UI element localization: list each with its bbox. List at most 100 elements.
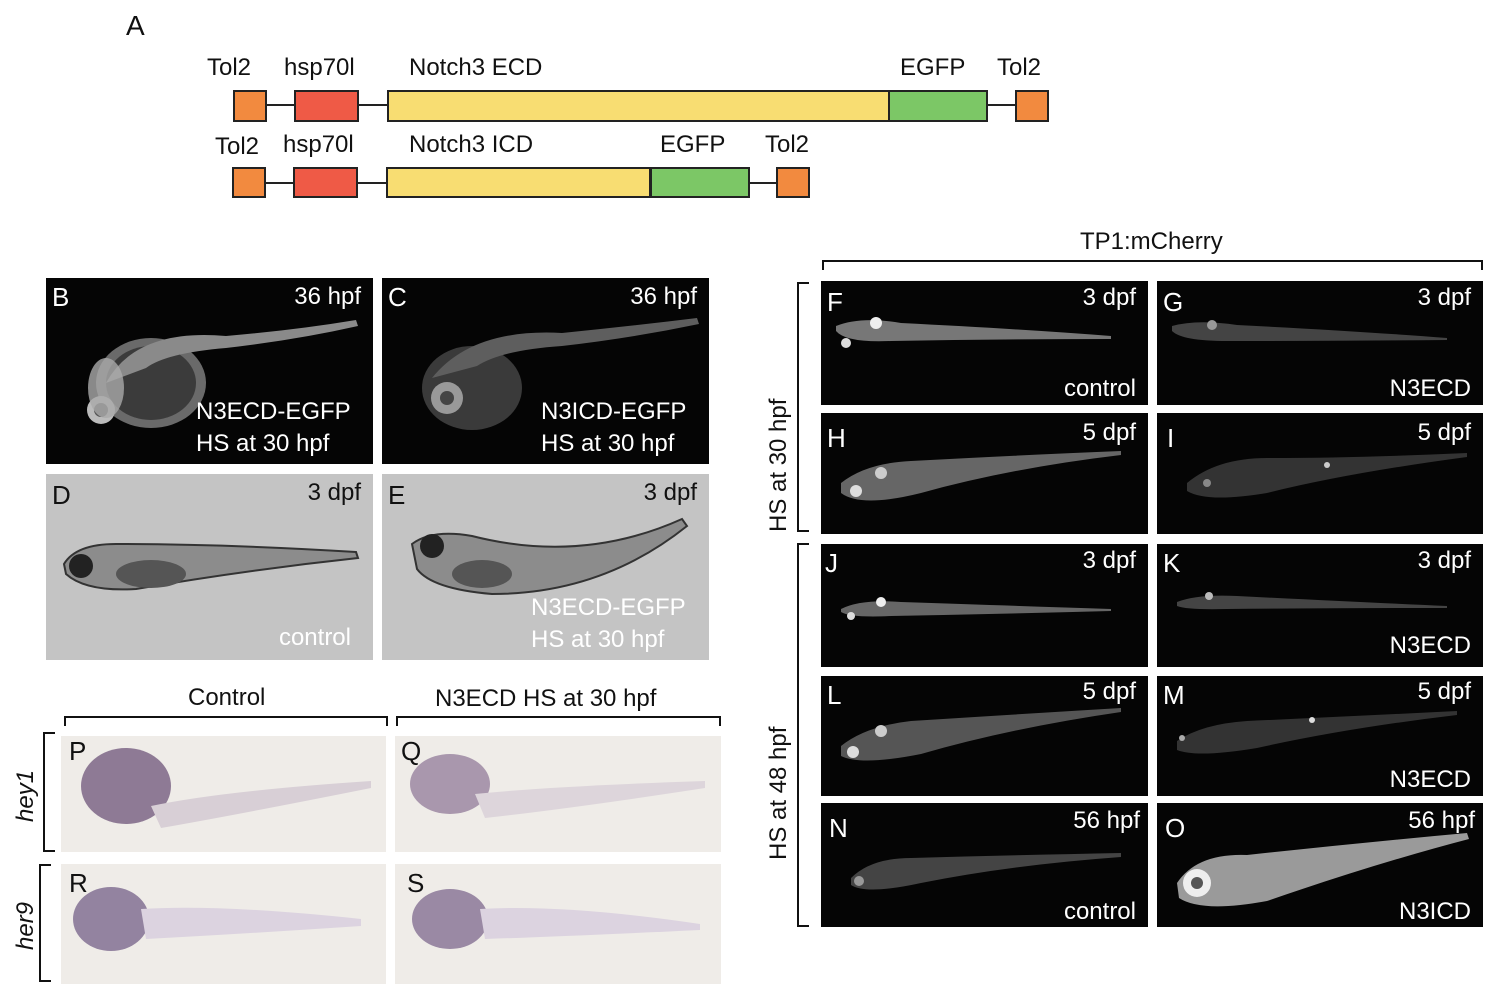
panel-o-time: 56 hpf <box>1408 807 1475 834</box>
panel-i-fluor <box>1187 453 1467 498</box>
construct1-egfp-box <box>888 90 988 122</box>
panel-f-letter: F <box>827 287 843 317</box>
panel-c-image: C 36 hpf N3ICD-EGFP HS at 30 hpf <box>382 278 709 464</box>
panel-o-letter: O <box>1165 813 1186 843</box>
panel-m-image: M 5 dpf N3ECD <box>1157 676 1483 796</box>
panel-g-cond: N3ECD <box>1389 375 1471 402</box>
construct1-tol2-left-label: Tol2 <box>207 54 252 81</box>
panel-b-letter: B <box>52 282 70 312</box>
ish-treated-bracket <box>396 716 721 726</box>
panel-b-embryo <box>87 320 358 428</box>
panel-e-image: E 3 dpf N3ECD-EGFP HS at 30 hpf <box>382 474 709 660</box>
her9-gene-label: her9 <box>12 901 39 950</box>
panel-g-image: G 3 dpf N3ECD <box>1157 281 1483 405</box>
hey1-gene-label: hey1 <box>12 769 39 822</box>
hs48-bracket <box>797 543 809 927</box>
panel-o-cond: N3ICD <box>1398 898 1471 925</box>
construct2-hsp-box <box>293 167 358 198</box>
panel-s-image: S <box>395 864 721 984</box>
panel-c-line2: HS at 30 hpf <box>541 430 675 457</box>
construct2-hsp-label: hsp70l <box>283 131 354 158</box>
panel-d-image: D 3 dpf control <box>46 474 373 660</box>
panel-d-larva <box>62 542 360 591</box>
panel-s-letter: S <box>407 868 425 898</box>
panel-b-time: 36 hpf <box>294 283 361 310</box>
panel-s-embryo <box>412 889 700 949</box>
panel-l-time: 5 dpf <box>1082 678 1136 705</box>
panel-m-cond: N3ECD <box>1389 766 1471 793</box>
panel-k-fluor <box>1177 592 1447 610</box>
panel-e-letter: E <box>388 480 406 510</box>
panel-e-line1: N3ECD-EGFP <box>531 594 686 621</box>
ish-control-label: Control <box>188 684 266 711</box>
construct2-egfp-box <box>650 167 750 198</box>
panel-i-letter: I <box>1167 423 1175 453</box>
panel-j-letter: J <box>825 548 838 578</box>
panel-k-image: K 3 dpf N3ECD <box>1157 544 1483 667</box>
construct1-tol2-right-label: Tol2 <box>997 54 1042 81</box>
panel-r-embryo <box>73 887 361 951</box>
panel-p-image: P <box>61 736 386 852</box>
panel-m-letter: M <box>1163 680 1185 710</box>
panel-n-cond: control <box>1063 898 1136 925</box>
construct1-tol2-right-box <box>1015 90 1049 122</box>
panel-g-letter: G <box>1163 287 1184 317</box>
panel-p-embryo <box>81 748 371 828</box>
panel-k-time: 3 dpf <box>1417 547 1471 574</box>
construct1-egfp-label: EGFP <box>900 54 966 81</box>
panel-k-cond: N3ECD <box>1389 632 1471 659</box>
construct1-hsp-box <box>294 90 359 122</box>
panel-h-time: 5 dpf <box>1082 419 1136 446</box>
panel-c-line1: N3ICD-EGFP <box>541 398 687 425</box>
panel-n-letter: N <box>829 813 848 843</box>
panel-i-image: I 5 dpf <box>1157 413 1483 534</box>
panel-r-letter: R <box>69 868 88 898</box>
panel-l-letter: L <box>827 680 842 710</box>
panel-j-time: 3 dpf <box>1082 547 1136 574</box>
panel-m-time: 5 dpf <box>1417 678 1471 705</box>
panel-l-fluor <box>841 708 1121 761</box>
construct1-notch-box <box>387 90 890 122</box>
panel-j-fluor <box>841 597 1111 620</box>
panel-g-time: 3 dpf <box>1417 284 1471 311</box>
panel-b-image: B 36 hpf N3ECD-EGFP HS at 30 hpf <box>46 278 373 464</box>
panel-n-image: N 56 hpf control <box>821 803 1148 927</box>
panel-f-fluor <box>836 317 1111 348</box>
panel-g-fluor <box>1172 320 1447 341</box>
panel-n-time: 56 hpf <box>1073 807 1140 834</box>
panel-l-image: L 5 dpf <box>821 676 1148 796</box>
construct2-notch-label: Notch3 ICD <box>409 131 534 158</box>
hs48-label: HS at 48 hpf <box>765 726 792 860</box>
panel-b-line2: HS at 30 hpf <box>196 430 330 457</box>
panel-a-letter: A <box>126 10 145 41</box>
panel-n-fluor <box>851 853 1121 890</box>
panel-d-time: 3 dpf <box>307 479 361 506</box>
construct2-tol2-right-box <box>776 167 810 198</box>
construct1-hsp-label: hsp70l <box>284 54 355 81</box>
panel-c-time: 36 hpf <box>630 283 697 310</box>
construct1-tol2-left-box <box>233 90 267 122</box>
panel-q-image: Q <box>395 736 721 852</box>
panel-i-time: 5 dpf <box>1417 419 1471 446</box>
panel-f-cond: control <box>1063 375 1136 402</box>
construct2-tol2-right-label: Tol2 <box>765 131 810 158</box>
panel-e-larva <box>410 517 689 596</box>
panel-d-line1: control <box>278 624 351 651</box>
panel-c-embryo <box>422 318 699 430</box>
ish-control-bracket <box>64 716 388 726</box>
panel-h-letter: H <box>827 423 846 453</box>
panel-q-letter: Q <box>401 736 422 766</box>
panel-p-letter: P <box>69 736 87 766</box>
ish-treated-label: N3ECD HS at 30 hpf <box>435 685 657 712</box>
construct2-tol2-left-label: Tol2 <box>215 133 260 160</box>
panel-c-letter: C <box>388 282 407 312</box>
panel-m-fluor <box>1177 711 1457 754</box>
panel-b-line1: N3ECD-EGFP <box>196 398 351 425</box>
panel-f-time: 3 dpf <box>1082 284 1136 311</box>
construct2-tol2-left-box <box>232 167 266 198</box>
construct1-notch-label: Notch3 ECD <box>409 54 543 81</box>
construct2-notch-box <box>386 167 651 198</box>
tp1-title: TP1:mCherry <box>1080 228 1223 255</box>
panel-e-line2: HS at 30 hpf <box>531 626 665 653</box>
her9-bracket <box>39 864 51 982</box>
